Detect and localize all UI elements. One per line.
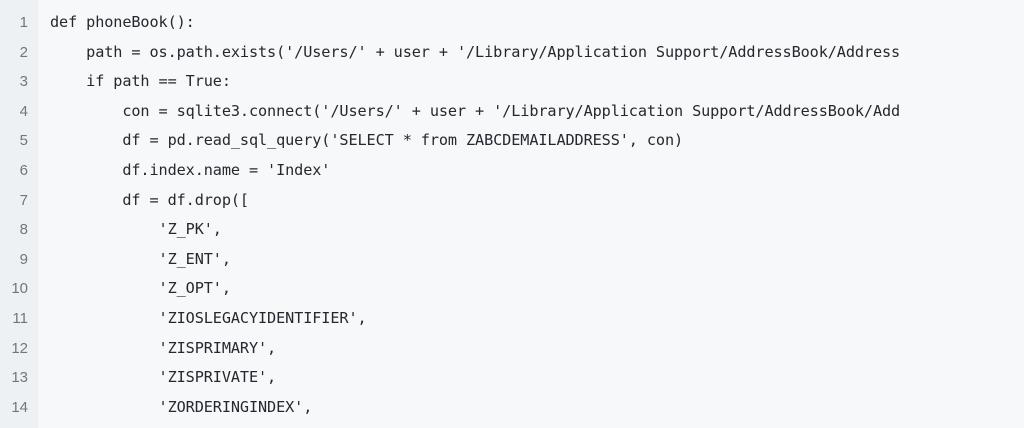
line-number: 7: [19, 191, 28, 209]
line-number: 1: [19, 14, 28, 31]
code-text[interactable]: 'ZISPRIMARY',: [50, 338, 277, 357]
code-line: 9 'Z_ENT',: [0, 245, 1024, 275]
line-number: 13: [11, 369, 28, 387]
code-line: 7 df = df.drop([: [0, 186, 1024, 216]
code-line: 4 con = sqlite3.connect('/Users/' + user…: [0, 97, 1024, 127]
line-number: 10: [11, 280, 28, 298]
code-line: 11 'ZIOSLEGACYIDENTIFIER',: [0, 304, 1024, 334]
code-line: 12 'ZISPRIMARY',: [0, 334, 1024, 364]
code-line: 8 'Z_PK',: [0, 215, 1024, 245]
code-line: 6 df.index.name = 'Index': [0, 156, 1024, 186]
code-text[interactable]: 'Z_OPT',: [50, 279, 231, 298]
code-text[interactable]: 'Z_PK',: [50, 220, 222, 239]
code-text[interactable]: if path == True:: [50, 72, 231, 91]
code-line: 14 'ZORDERINGINDEX',: [0, 393, 1024, 423]
line-number: 2: [19, 43, 28, 61]
code-lines: 1 def phoneBook(): 2 path = os.path.exist…: [0, 8, 1024, 422]
code-text[interactable]: df.index.name = 'Index': [50, 160, 331, 179]
code-text[interactable]: df = pd.read_sql_query('SELECT * from ZA…: [50, 131, 684, 150]
line-number: 11: [12, 309, 28, 327]
code-text[interactable]: 'ZORDERINGINDEX',: [50, 397, 313, 416]
code-text[interactable]: 'ZIOSLEGACYIDENTIFIER',: [50, 308, 367, 327]
code-line: 13 'ZISPRIVATE',: [0, 363, 1024, 393]
line-number: 14: [11, 398, 28, 416]
code-text[interactable]: 'Z_ENT',: [50, 249, 231, 268]
line-number: 6: [19, 161, 28, 179]
line-number: 9: [19, 250, 28, 268]
code-text[interactable]: df = df.drop([: [50, 190, 249, 209]
code-line: 10 'Z_OPT',: [0, 274, 1024, 304]
line-number: 4: [19, 102, 28, 120]
line-number: 5: [19, 132, 28, 150]
code-text[interactable]: 'ZISPRIVATE',: [50, 368, 277, 387]
line-number-gutter: [0, 0, 38, 428]
code-line: 3 if path == True:: [0, 67, 1024, 97]
line-number: 8: [19, 221, 28, 239]
code-text[interactable]: con = sqlite3.connect('/Users/' + user +…: [50, 101, 901, 120]
line-number: 3: [19, 73, 28, 91]
line-number: 12: [11, 339, 28, 357]
code-line: 2 path = os.path.exists('/Users/' + user…: [0, 38, 1024, 68]
code-line: 1 def phoneBook():: [0, 8, 1024, 38]
code-line: 5 df = pd.read_sql_query('SELECT * from …: [0, 126, 1024, 156]
code-text[interactable]: path = os.path.exists('/Users/' + user +…: [50, 42, 901, 61]
code-text[interactable]: def phoneBook():: [50, 13, 195, 31]
